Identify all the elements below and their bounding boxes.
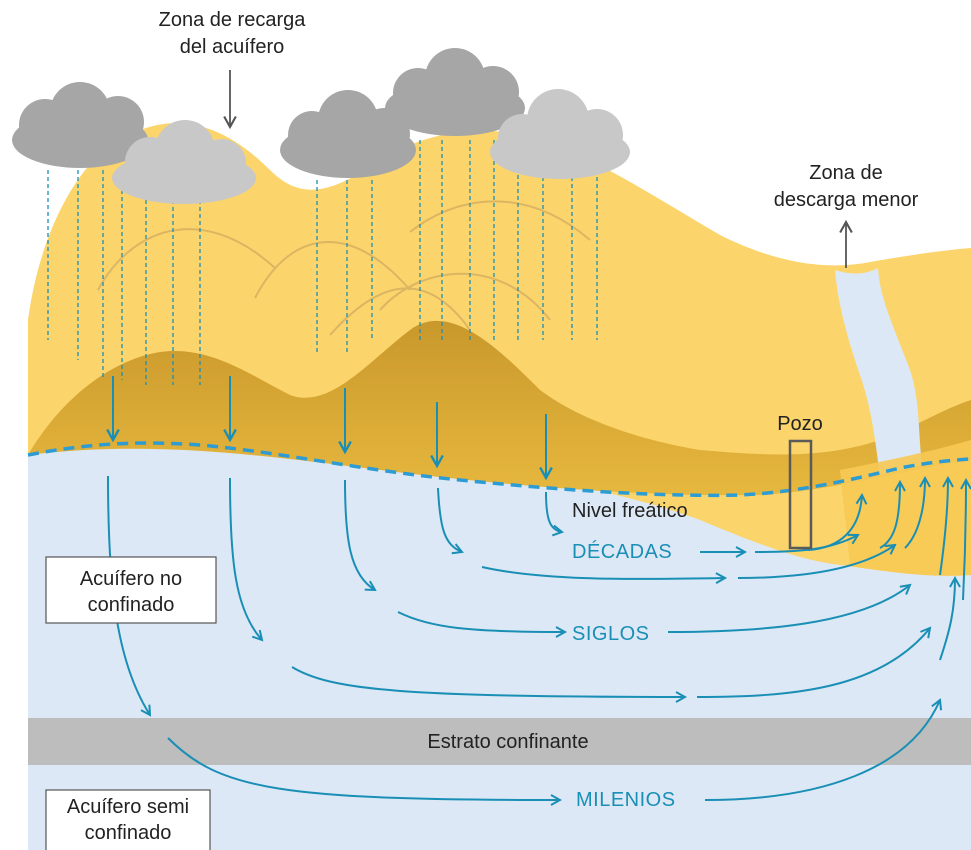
cloud-icon bbox=[385, 48, 525, 136]
unconfined-label-line2: confinado bbox=[88, 594, 175, 616]
millennia-label-bg bbox=[568, 786, 696, 816]
discharge-zone-label-line1: Zona de bbox=[809, 162, 882, 184]
recharge-zone-label-line1: Zona de recarga bbox=[159, 9, 307, 31]
unconfined-label-box bbox=[45, 556, 217, 624]
unconfined-label-line1: Acuífero no bbox=[80, 568, 182, 590]
cloud-icon bbox=[12, 82, 148, 168]
rain-lines bbox=[47, 140, 598, 385]
centuries-label: SIGLOS bbox=[572, 623, 649, 645]
decades-label: DÉCADAS bbox=[572, 540, 672, 563]
stream bbox=[835, 268, 922, 475]
centuries-label-bg bbox=[567, 618, 663, 648]
decades-label-bg bbox=[565, 536, 693, 566]
confining-layer bbox=[28, 718, 971, 765]
recharge-zone-label-line2: del acuífero bbox=[180, 36, 285, 58]
cloud-icon bbox=[490, 89, 630, 179]
water-table-line bbox=[27, 441, 971, 498]
well bbox=[788, 439, 813, 550]
confining-layer-label: Estrato confinante bbox=[427, 731, 588, 753]
semi-confined-label-line2: confinado bbox=[85, 822, 172, 844]
well-label: Pozo bbox=[777, 413, 823, 435]
semi-confined-label-line1: Acuífero semi bbox=[67, 796, 189, 818]
discharge-zone-label-line2: descarga menor bbox=[774, 189, 919, 211]
recharge-arrows bbox=[113, 376, 546, 478]
millennia-label: MILENIOS bbox=[576, 789, 676, 811]
water-table-label: Nivel freático bbox=[572, 500, 688, 522]
cloud-icon bbox=[112, 120, 256, 204]
semi-confined-label-box bbox=[45, 789, 211, 850]
soil-texture bbox=[97, 200, 591, 336]
